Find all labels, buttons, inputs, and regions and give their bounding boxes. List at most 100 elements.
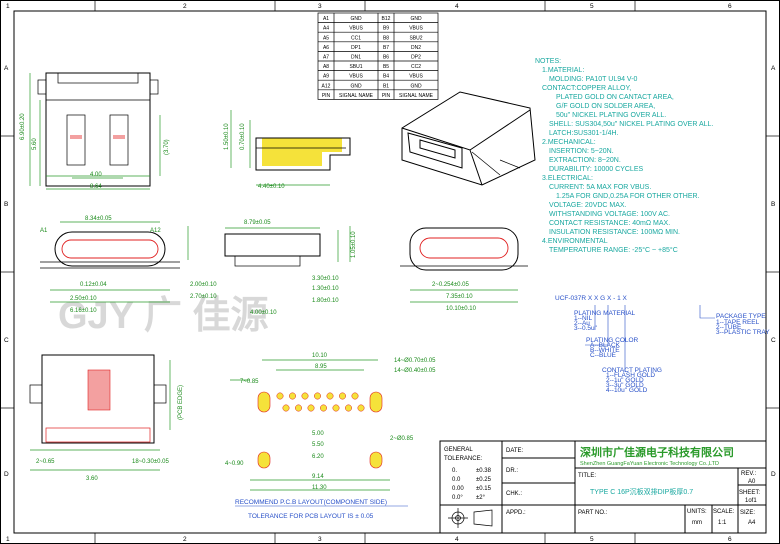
pcb-pad bbox=[339, 392, 346, 400]
isometric-view bbox=[401, 91, 536, 186]
pcb-pad bbox=[357, 404, 365, 412]
col-label: 3 bbox=[318, 3, 322, 10]
company-en: ShenZhen GuangFaYuan Electronic Technolo… bbox=[580, 461, 719, 467]
note-line: VOLTAGE: 20VDC MAX. bbox=[549, 202, 627, 209]
side-small-view bbox=[230, 110, 351, 186]
tb-tol: ±0.15 bbox=[476, 486, 492, 492]
part-code-label: 1--NIL bbox=[574, 315, 592, 322]
col-label: 4 bbox=[455, 3, 459, 10]
tb-tolerance: TOLERANCE: bbox=[444, 456, 483, 462]
row-label: B bbox=[4, 201, 8, 208]
tb-chk: CHK.: bbox=[506, 491, 522, 497]
tb-rev-label: REV.: bbox=[741, 471, 756, 477]
tb-units-label: UNITS: bbox=[687, 509, 707, 515]
pcb-pad bbox=[307, 404, 315, 412]
pin-table-cell: B5 bbox=[383, 64, 389, 70]
note-line: NOTES: bbox=[535, 58, 561, 65]
part-code-label: PLATING COLOR bbox=[586, 337, 639, 344]
note-line: CONTACT:COPPER ALLOY, bbox=[542, 85, 631, 92]
tb-title-label: TITLE: bbox=[578, 473, 596, 479]
row-label: D bbox=[4, 471, 9, 478]
part-code-label: 2--Au bbox=[574, 320, 590, 327]
dim-label: 1.30±0.10 bbox=[312, 286, 339, 292]
pin-table-cell: GND bbox=[350, 16, 362, 22]
pin-table-cell: VBUS bbox=[349, 26, 363, 32]
row-label: C bbox=[771, 337, 776, 344]
bottom-view bbox=[29, 354, 171, 471]
tb-size-label: SIZE: bbox=[740, 510, 755, 516]
col-label: 2 bbox=[183, 536, 187, 543]
dim-label: 18~0.30±0.05 bbox=[132, 459, 169, 465]
dim-label: 3.60 bbox=[86, 476, 98, 482]
tb-tol: 0.0° bbox=[452, 495, 463, 501]
note-line: 4.ENVIRONMENTAL bbox=[542, 238, 608, 245]
tb-part-no: PART NO.: bbox=[578, 510, 608, 516]
dim-label: 8.34±0.05 bbox=[85, 216, 112, 222]
tb-tol: ±0.25 bbox=[476, 477, 492, 483]
dim-label: 8.79±0.05 bbox=[244, 220, 271, 226]
pin-table-cell: A8 bbox=[323, 64, 329, 70]
dim-label: 10.10±0.10 bbox=[446, 306, 477, 312]
pin-table-cell: CC2 bbox=[411, 64, 421, 70]
dim-label: 5.60 bbox=[32, 138, 38, 150]
dim-label: 11.30 bbox=[312, 485, 327, 491]
pin-table-cell: B8 bbox=[383, 35, 389, 41]
dim-label: 7~0.85 bbox=[240, 379, 259, 385]
pin-table-cell: A7 bbox=[323, 55, 329, 61]
pcb-pad bbox=[320, 404, 327, 412]
note-line: CONTACT RESISTANCE: 40mΩ MAX. bbox=[549, 220, 670, 227]
dim-label: 4~0.90 bbox=[225, 461, 244, 467]
pcb-caption: RECOMMEND P.C.B LAYOUT(COMPONENT SIDE) bbox=[235, 499, 387, 506]
pin-table-cell: A12 bbox=[322, 83, 331, 89]
note-line: WITHSTANDING VOLTAGE: 100V AC. bbox=[549, 211, 670, 218]
pin-table-cell: B7 bbox=[383, 45, 389, 51]
dim-label: 5.00 bbox=[312, 431, 324, 437]
pin-table-cell: A5 bbox=[323, 35, 329, 41]
pin-table-cell: GND bbox=[410, 83, 422, 89]
note-line: DURABILITY: 10000 CYCLES bbox=[549, 166, 643, 173]
dim-label: 7.35±0.10 bbox=[446, 294, 473, 300]
dim-label: 4.00±0.10 bbox=[250, 310, 277, 316]
note-line: CURRENT: 5A MAX FOR VBUS. bbox=[549, 184, 651, 191]
row-label: C bbox=[4, 337, 9, 344]
note-line: EXTRACTION: 8~20N. bbox=[549, 157, 621, 164]
front-view bbox=[40, 221, 180, 303]
pcb-pad bbox=[332, 404, 340, 412]
dim-label: 2~0.254±0.05 bbox=[432, 282, 469, 288]
pin-table-cell: PIN bbox=[382, 93, 391, 99]
col-label: 1 bbox=[6, 3, 10, 10]
pcb-layout bbox=[230, 359, 390, 491]
pin-table-cell: SIGNAL NAME bbox=[399, 93, 434, 99]
dim-label: 6.20 bbox=[312, 454, 324, 460]
pin-table-cell: DP2 bbox=[411, 55, 421, 61]
pcb-pad bbox=[276, 392, 284, 400]
pcb-pad bbox=[351, 392, 359, 400]
dim-label: 10.10 bbox=[312, 353, 328, 359]
part-code-label: 4--10u" GOLD bbox=[606, 387, 648, 394]
pin-table-cell: B12 bbox=[382, 16, 391, 22]
part-code-label: 1--TAPE REEL bbox=[716, 319, 760, 326]
col-label: 6 bbox=[728, 3, 732, 10]
row-label: A bbox=[771, 65, 776, 72]
tb-size: A4 bbox=[748, 520, 756, 526]
pcb-pad bbox=[345, 404, 352, 412]
row-label: A bbox=[4, 65, 9, 72]
notes-block: NOTES:1.MATERIAL:MOLDING: PA10T UL94 V-0… bbox=[535, 58, 713, 254]
pcb-pad bbox=[301, 392, 309, 400]
tb-sheet-label: SHEET: bbox=[739, 490, 760, 496]
tb-units: mm bbox=[692, 520, 702, 526]
note-line: 3.ELECTRICAL: bbox=[542, 175, 593, 182]
part-code-label: A--BLACK bbox=[590, 342, 621, 349]
dim-label: 14~Ø0.40±0.05 bbox=[394, 368, 436, 374]
dim-label: 6.90±0.20 bbox=[20, 113, 26, 140]
tb-date: DATE: bbox=[506, 448, 524, 454]
col-label: 2 bbox=[183, 3, 187, 10]
row-label: B bbox=[771, 201, 775, 208]
tb-scale-label: SCALE: bbox=[713, 509, 735, 515]
dim-label: 8.95 bbox=[315, 364, 327, 370]
dim-label: 0.70±0.10 bbox=[240, 123, 246, 150]
part-code: UCF-037R X X G X - 1 X bbox=[555, 295, 628, 302]
part-code-label: B--WHITE bbox=[590, 347, 620, 354]
tb-appd: APPD.: bbox=[506, 510, 526, 516]
